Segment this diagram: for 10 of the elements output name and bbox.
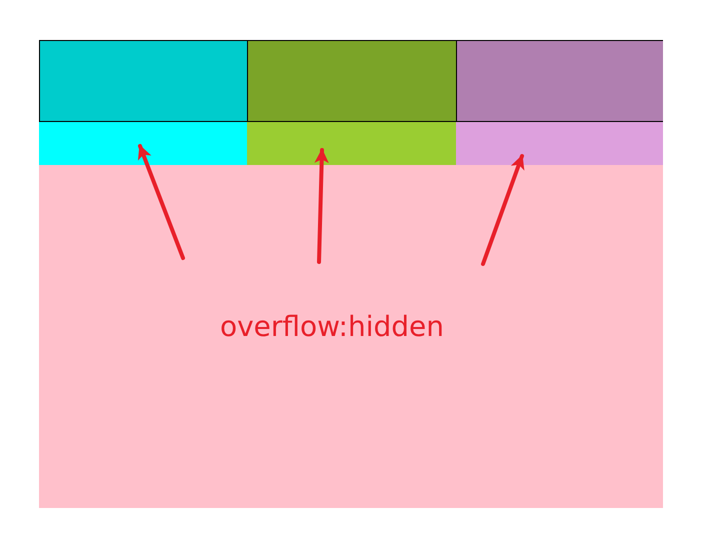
upper-block: [456, 40, 663, 122]
visible-strip: [39, 122, 247, 165]
upper-block: [39, 40, 248, 122]
visible-strip: [247, 122, 456, 165]
annotation-text: overflow:hidden: [220, 310, 444, 344]
arrow: [314, 148, 329, 264]
visible-strip: [456, 122, 663, 165]
upper-block: [247, 40, 457, 122]
arrow: [138, 144, 185, 260]
arrow: [481, 154, 524, 266]
